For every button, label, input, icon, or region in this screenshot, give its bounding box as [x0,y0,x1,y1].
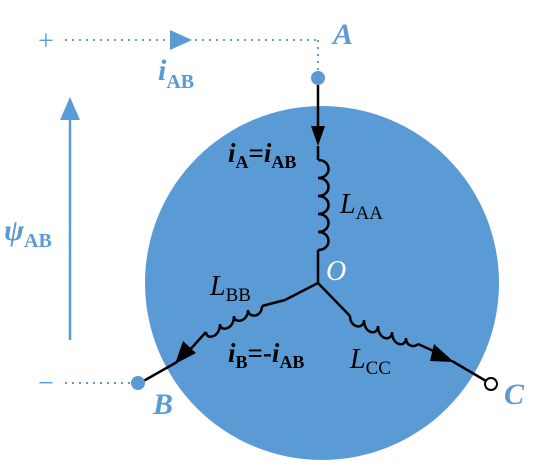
phase-c-neutral-lead [317,282,351,317]
terminal-a-dot [311,71,325,85]
inductor-lbb-coil [204,305,264,338]
terminal-c-label: C [504,378,525,411]
inductor-laa-coil [317,158,330,252]
phase-c-lead-2 [451,359,487,383]
equation-ia: iA=iAB [228,138,296,172]
phase-b-neutral-lead [284,281,319,302]
flux-label: ψAB [4,214,52,252]
plus-sign: + [38,26,54,57]
current-label: iAB [158,54,194,93]
equation-ib: iB=-iAB [228,338,304,372]
inductor-lcc-label: LCC [349,344,391,379]
terminal-b-dot [131,376,145,390]
flux-arrow-head [60,97,80,120]
current-arrow [170,30,192,50]
neutral-label: O [326,256,346,287]
phase-b-neutral-lead-2 [261,298,286,308]
minus-sign: − [38,368,54,399]
terminal-b-label: B [152,388,173,421]
phase-b-current-arrow [175,341,196,364]
phase-c-arrow [430,344,454,362]
inductor-laa-label: LAA [339,189,383,224]
inductor-lbb-label: LBB [209,271,251,306]
terminal-c-dot [484,377,498,391]
stator-disc [145,106,499,460]
inductor-lcc-coil [348,315,419,348]
phase-a-current-arrow [311,126,325,146]
terminal-a-label: A [331,18,353,51]
phase-b-lead-2 [139,360,178,385]
